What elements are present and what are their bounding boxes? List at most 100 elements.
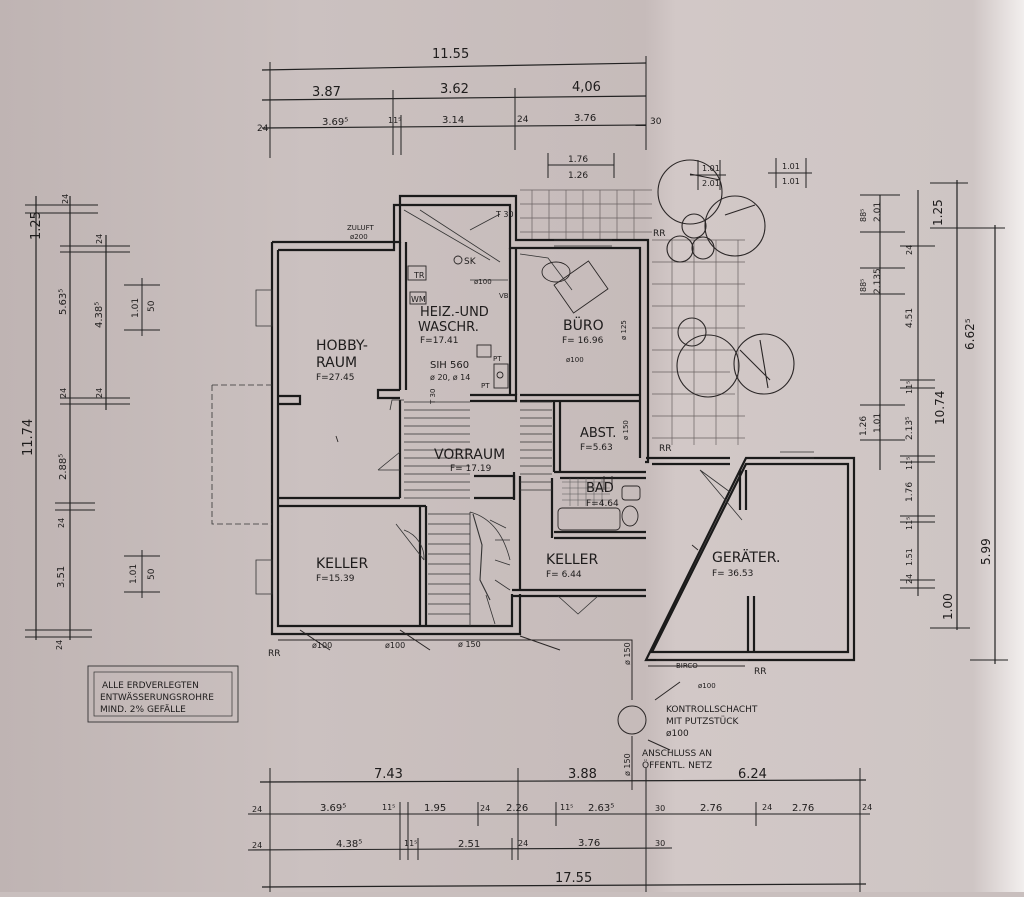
- left-mid-2: 5.63⁵: [58, 289, 69, 315]
- top-dimension-chains: 11.55 3.87 3.62 4,06 24 3.69⁵ 11⁵ 3.14 2…: [257, 47, 662, 158]
- sih-label: SIH 560: [430, 360, 469, 371]
- keller2-area: F= 6.44: [546, 570, 582, 580]
- sih-dia: ø 20, ø 14: [430, 373, 470, 382]
- heiz-name-1: HEIZ.-UND: [420, 305, 489, 320]
- vorraum-name: VORRAUM: [434, 447, 505, 463]
- heiz-d100: ø100: [474, 278, 492, 286]
- keller2-name: KELLER: [546, 552, 598, 568]
- right-inner-3: 88⁵: [859, 279, 868, 292]
- right-outer-5: 1.00: [941, 593, 955, 620]
- bottom-r3-6: 3.76: [578, 838, 600, 849]
- note-line-3: MIND. 2% GEFÄLLE: [100, 704, 186, 715]
- top-dim-r3-5: 24: [517, 115, 529, 125]
- rr-label-1: RR: [653, 229, 666, 239]
- vb-label: VB: [499, 292, 509, 300]
- room-labels: HOBBY- RAUM F=27.45 HEIZ.-UND WASCHR. F=…: [316, 305, 780, 584]
- staircase: [377, 399, 552, 626]
- bottom-r2-2: 3.69⁵: [320, 803, 346, 814]
- manhole-line-3: ø100: [666, 729, 689, 739]
- top-dim-2: 3.62: [440, 82, 469, 97]
- manhole-line-2: MIT PUTZSTÜCK: [666, 716, 740, 727]
- right-mid-9: 1.51: [905, 548, 914, 566]
- bathroom-tiles: [562, 478, 610, 506]
- right-mid-5: 11⁵: [905, 457, 914, 470]
- abst-area: F=5.63: [580, 443, 613, 453]
- rr-label-2: RR: [659, 444, 672, 454]
- connection-line-1: ANSCHLUSS AN: [642, 749, 712, 759]
- right-inner-4: 2.135: [873, 268, 883, 294]
- t30-label-2: T 30: [429, 389, 437, 405]
- right-mid-7: 11⁵: [905, 517, 914, 530]
- note-line-1: ALLE ERDVERLEGTEN: [102, 681, 199, 691]
- right-outer-1: 1.25: [931, 199, 945, 226]
- manhole-line-1: KONTROLLSCHACHT: [666, 705, 758, 715]
- note-line-2: ENTWÄSSERUNGSROHRE: [100, 692, 214, 703]
- zuluft-dia: ø200: [350, 233, 368, 241]
- rr-label-3: RR: [268, 649, 281, 659]
- buero-d100: ø100: [566, 356, 584, 364]
- symbol-labels: ZULUFT ø200 SK TR WM VB ø100 SIH 560 ø 2…: [268, 210, 767, 677]
- bottom-r2-12: 2.76: [792, 803, 814, 814]
- bottom-r1-2: 3.88: [568, 767, 597, 782]
- wm-label: WM: [411, 295, 426, 304]
- right-mid-6: 1.76: [905, 482, 915, 502]
- drain-label-5: ø100: [698, 682, 716, 690]
- geraeter-area: F= 36.53: [712, 569, 753, 579]
- right-mid-1: 24: [905, 245, 914, 255]
- left-mid-4: 2.88⁵: [58, 454, 69, 480]
- drain-label-3: ø 150: [458, 640, 481, 649]
- bottom-r1-1: 7.43: [374, 767, 403, 782]
- top-dim-r3-6: 3.76: [574, 113, 596, 124]
- heiz-name-2: WASCHR.: [418, 320, 479, 335]
- right-mid-8: 24: [905, 574, 914, 584]
- drain-label-6: ø 150: [623, 753, 632, 776]
- tr-label: TR: [413, 271, 425, 280]
- left-win2-a: 1.01: [129, 564, 139, 584]
- right-outer-3: 10.74: [933, 391, 947, 425]
- drain-label-1: ø100: [312, 641, 332, 650]
- top-dim-r3-7: 30: [650, 117, 662, 127]
- sk-label: SK: [464, 257, 477, 267]
- vorraum-area: F= 17.19: [450, 464, 492, 474]
- bad-name: BAD: [586, 481, 614, 496]
- top-dim-r3-1: 24: [257, 124, 269, 134]
- left-dim-1: 1.25: [29, 211, 44, 240]
- left-dim-total: 11.74: [21, 419, 36, 456]
- right-inner-2: 2.01: [873, 202, 883, 222]
- left-dim-bottom: 24: [55, 640, 64, 650]
- right-outer-2: 6.62⁵: [963, 318, 977, 350]
- zuluft-label: ZULUFT: [347, 224, 374, 232]
- bottom-total: 17.55: [555, 871, 592, 886]
- right-outer-4: 5.99: [979, 538, 993, 565]
- bottom-r1-3: 6.24: [738, 767, 767, 782]
- top-dim-r3-3: 11⁵: [388, 116, 401, 125]
- top-dim-1: 3.87: [312, 85, 341, 100]
- dim-a1: 1.76: [568, 155, 588, 165]
- dim-b1: 1.01: [702, 164, 720, 173]
- door-swings: [395, 209, 743, 615]
- left-inner-1: 24: [95, 234, 104, 244]
- left-dimension-chains: 1.25 11.74 24 24 5.63⁵ 24 2.88⁵ 24 3.51 …: [21, 194, 160, 650]
- pt-label-1: PT: [493, 355, 502, 363]
- dim-c2: 1.01: [782, 177, 800, 186]
- keller1-area: F=15.39: [316, 574, 355, 584]
- right-mid-3: 11⁵: [905, 381, 914, 394]
- right-mid-2: 4.51: [905, 308, 915, 328]
- bottom-r2-9: 30: [655, 804, 665, 813]
- left-inner-2: 4.38⁵: [94, 302, 105, 328]
- bottom-r2-11: 24: [762, 803, 772, 812]
- top-dim-3: 4,06: [572, 80, 601, 95]
- small-window-dims: 1.76 1.26 1.01 2.01 1.01 1.01: [547, 153, 812, 190]
- left-win1-b: 50: [147, 300, 157, 312]
- bottom-r2-3: 11⁵: [382, 803, 395, 812]
- keller1-name: KELLER: [316, 556, 368, 572]
- hobby-area: F=27.45: [316, 373, 354, 383]
- left-inner-3: 24: [95, 388, 104, 398]
- fixtures: [335, 255, 699, 551]
- bottom-r2-13: 24: [862, 803, 872, 812]
- heiz-area: F=17.41: [420, 336, 458, 346]
- abst-name: ABST.: [580, 426, 616, 441]
- pt-label-2: PT: [481, 382, 490, 390]
- hobby-name-2: RAUM: [316, 355, 357, 371]
- drain-label-4: ø 150: [623, 642, 632, 665]
